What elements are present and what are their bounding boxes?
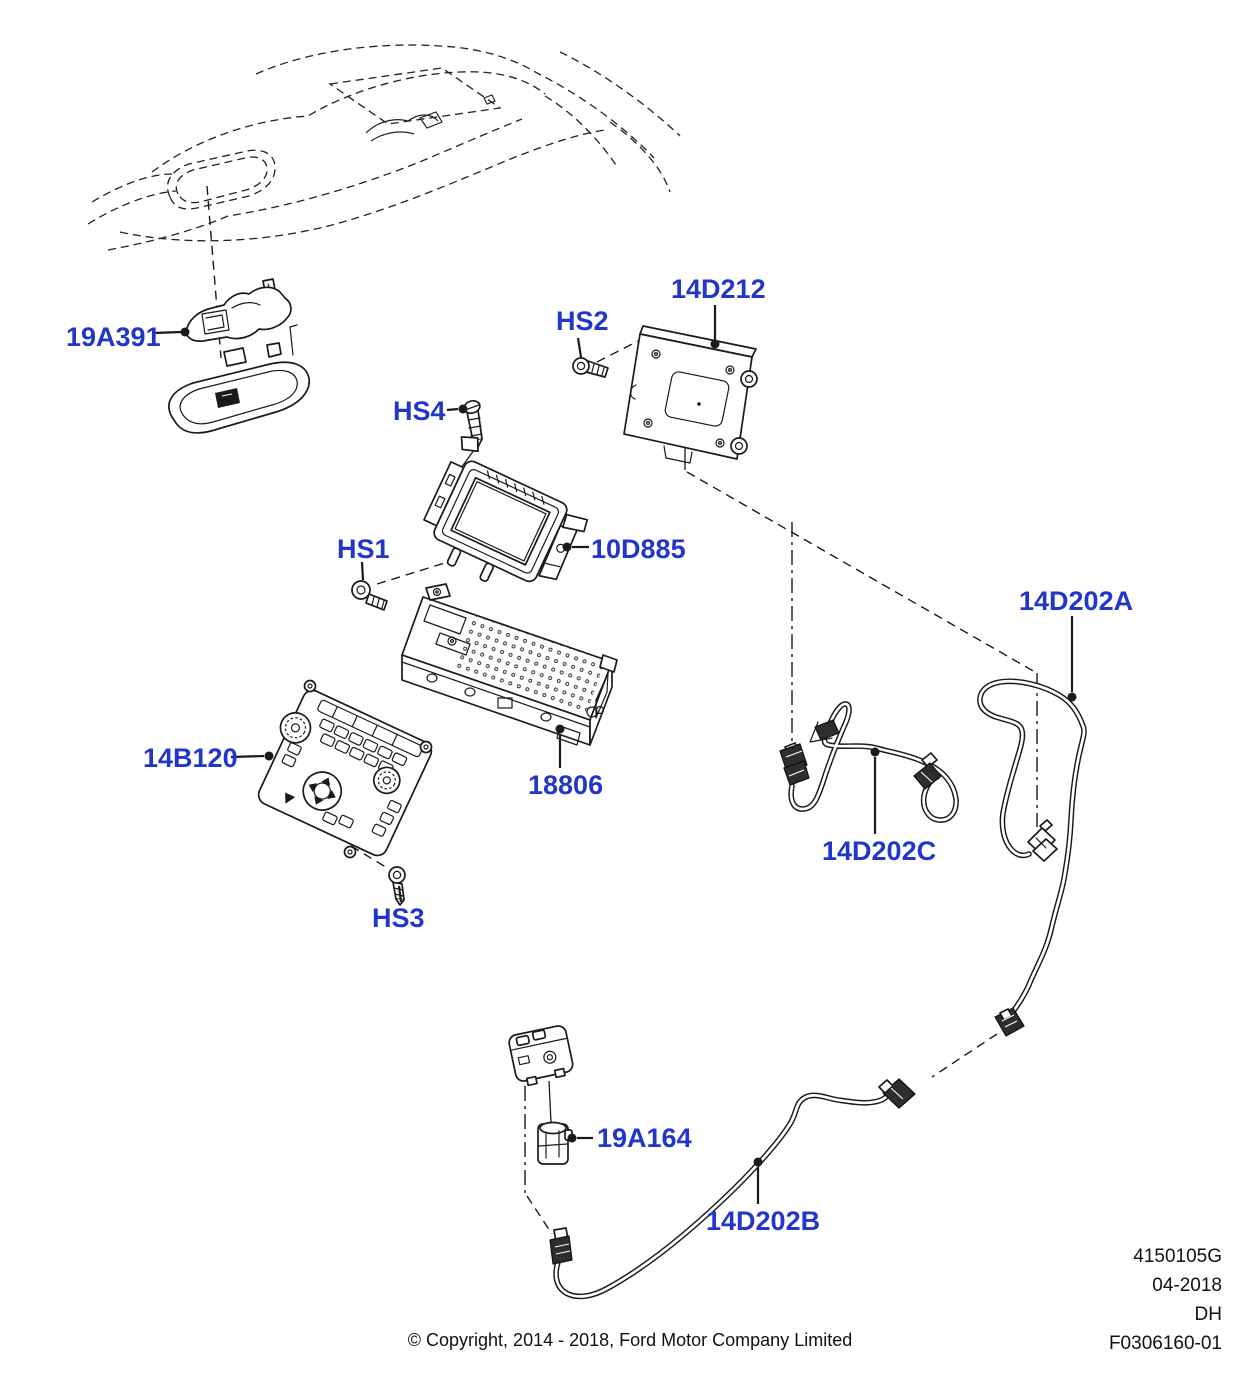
drawing-number: F0306160-01 bbox=[1108, 1333, 1222, 1354]
screw-hs3-drawing bbox=[388, 866, 406, 906]
aux-device-drawing bbox=[508, 1025, 574, 1165]
leader-lines bbox=[152, 305, 1077, 1204]
document-info-block: 4150105G 04-2018 DH F0306160-01 bbox=[1109, 1242, 1222, 1358]
jack-19a164-drawing bbox=[537, 1121, 573, 1165]
faceplate-14b120-drawing bbox=[257, 679, 433, 859]
copyright-notice: © Copyright, 2014 - 2018, Ford Motor Com… bbox=[407, 1330, 853, 1350]
part-label-hs1[interactable]: HS1 bbox=[337, 534, 390, 564]
radio-18806-drawing bbox=[401, 583, 618, 746]
bracket-19a391-drawing bbox=[185, 278, 292, 342]
screw-hs2-drawing bbox=[572, 357, 609, 378]
part-label-14d202a[interactable]: 14D202A bbox=[1019, 586, 1134, 616]
part-label-10d885[interactable]: 10D885 bbox=[591, 534, 686, 564]
cable-connectors bbox=[549, 719, 1058, 1265]
part-label-hs2[interactable]: HS2 bbox=[556, 306, 609, 336]
document-code: 4150105G bbox=[1133, 1246, 1222, 1267]
module-14d212-drawing bbox=[623, 325, 758, 464]
part-label-19a391[interactable]: 19A391 bbox=[66, 322, 161, 352]
document-date: 04-2018 bbox=[1152, 1275, 1222, 1296]
part-label-hs4[interactable]: HS4 bbox=[393, 396, 446, 426]
screw-hs1-drawing bbox=[351, 580, 388, 611]
mirror-housing-drawing bbox=[168, 324, 310, 434]
part-label-14d212[interactable]: 14D212 bbox=[671, 274, 766, 304]
document-revision: DH bbox=[1194, 1304, 1222, 1325]
part-label-18806[interactable]: 18806 bbox=[528, 770, 604, 800]
part-label-14d202b[interactable]: 14D202B bbox=[706, 1206, 821, 1236]
part-label-14d202c[interactable]: 14D202C bbox=[822, 836, 937, 866]
part-label-hs3[interactable]: HS3 bbox=[372, 903, 425, 933]
part-label-14b120[interactable]: 14B120 bbox=[143, 743, 238, 773]
part-label-19a164[interactable]: 19A164 bbox=[597, 1123, 692, 1153]
cable-14d202a-drawing bbox=[980, 681, 1084, 1021]
display-10d885-drawing bbox=[423, 436, 589, 583]
headliner-sketch bbox=[87, 44, 681, 251]
